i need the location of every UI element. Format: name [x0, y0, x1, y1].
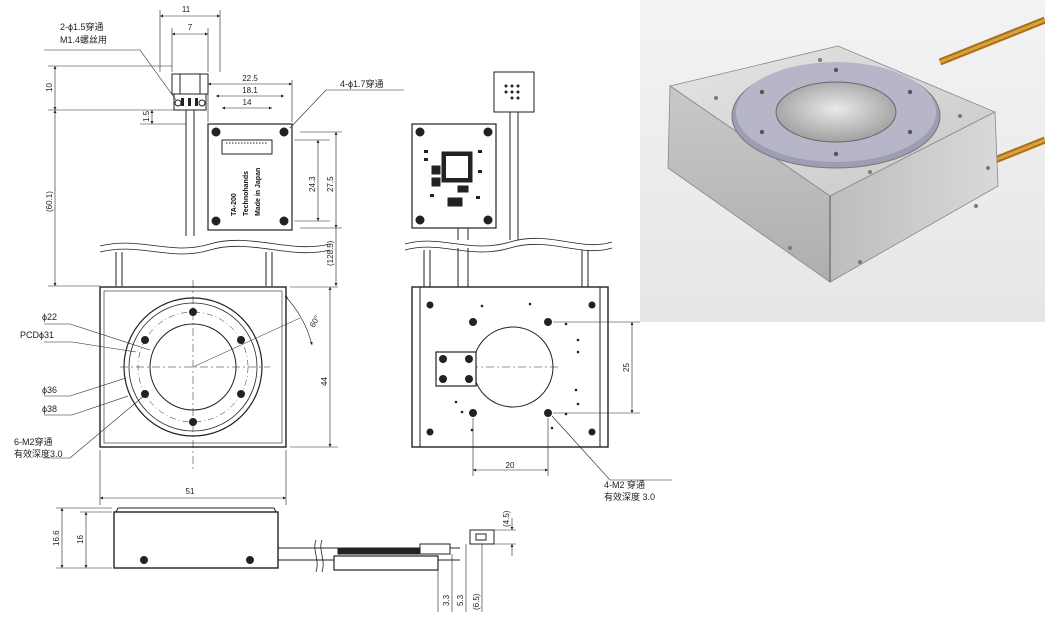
dim-connector-width: 11: [182, 5, 191, 14]
dim-side-d: (6.5): [472, 593, 481, 610]
note-hole-a-line2: M1.4螺丝用: [60, 34, 107, 45]
dim-body-height: 44: [320, 377, 329, 386]
note-m2-line2: 有效深度3.0: [14, 448, 63, 459]
note-rear-m2-line2: 有效深度 3.0: [604, 491, 655, 502]
render-cables: [938, 16, 1045, 174]
dim-cable-top: 10: [45, 83, 54, 92]
note-d36: ϕ36: [42, 385, 57, 395]
note-rear-m2-line1: 4-M2 穿通: [604, 479, 645, 490]
rear-view-labels: 20 25 4-M2 穿通 有效深度 3.0: [506, 363, 655, 502]
front-view: [44, 10, 404, 505]
dim-board-inner-b: 14: [243, 98, 252, 107]
side-view: [56, 507, 516, 612]
dim-connector-inner: 7: [188, 23, 193, 32]
dim-cable-total: (60.1): [45, 191, 54, 212]
dim-side-c: 5.3: [456, 594, 465, 606]
dim-board-height-b: 27.5: [326, 176, 335, 192]
note-d38: ϕ38: [42, 404, 57, 414]
connector-body: [171, 73, 209, 95]
rear-view: [404, 71, 672, 481]
dim-side-total: 16.6: [52, 530, 61, 546]
dim-side-b: 3.3: [442, 594, 451, 606]
pcb-origin: Made in Japan: [255, 168, 262, 216]
front-view-labels: 11 7 22.5 18.1 14 10 1.5 (60.1) 24.3 27.…: [14, 5, 384, 496]
flex-tail-pad: [493, 71, 535, 113]
note-hole-a-line1: 2-ϕ1.5穿通: [60, 21, 104, 32]
dim-side-body: 16: [76, 535, 85, 544]
product-render-panel: [640, 0, 1045, 322]
dim-rear-v-pitch: 25: [622, 363, 631, 372]
render-aperture: [775, 81, 897, 143]
dim-body-width: 51: [186, 487, 195, 496]
side-view-labels: 16.6 16 (4.5) 3.3 5.3 (6.5): [52, 510, 511, 610]
pcb-model: TA-200: [231, 193, 238, 216]
note-hole-b: 4-ϕ1.7穿通: [340, 78, 384, 89]
note-pcd: PCDϕ31: [20, 330, 54, 340]
dim-break-length: (128.5): [326, 240, 335, 266]
dim-rear-h-pitch: 20: [506, 461, 515, 470]
dim-cable-offset: 1.5: [142, 110, 151, 122]
dim-side-a: (4.5): [502, 510, 511, 527]
dim-angle: 60°: [308, 314, 322, 329]
product-render: [667, 16, 1045, 283]
dim-board-width: 22.5: [242, 74, 258, 83]
dim-board-inner-a: 18.1: [242, 86, 258, 95]
note-m2-line1: 6-M2穿通: [14, 436, 53, 447]
pcb-maker: Technohands: [243, 171, 250, 216]
note-d22: ϕ22: [42, 312, 57, 322]
dim-board-height-a: 24.3: [308, 176, 317, 192]
